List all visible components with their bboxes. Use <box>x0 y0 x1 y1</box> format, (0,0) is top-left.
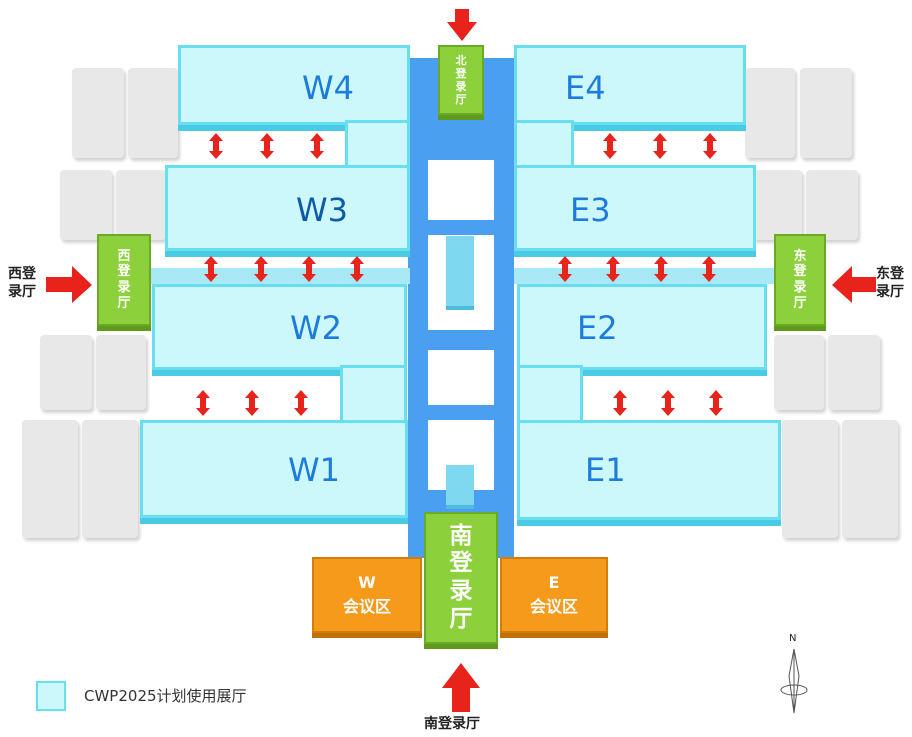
west-connector <box>140 268 410 284</box>
south-lobby-label: 南 登 录 厅 <box>449 522 473 632</box>
passage-arrow-icon <box>606 256 620 282</box>
passage-arrow-icon <box>709 390 723 416</box>
hall-w2 <box>152 284 407 370</box>
hall-e4 <box>514 45 746 125</box>
passage-arrow-icon <box>702 256 716 282</box>
north-lobby-label: 北 登 录 厅 <box>455 53 467 107</box>
compass-north-label: N <box>789 633 797 644</box>
hall-w3-label: W3 <box>296 191 348 229</box>
passage-arrow-icon <box>558 256 572 282</box>
parking-lot <box>22 420 78 538</box>
hall-e2 <box>517 284 767 370</box>
hall-w4-wing <box>345 120 410 170</box>
hall-w1 <box>140 420 408 518</box>
north-lobby: 北 登 录 厅 <box>438 45 484 115</box>
concourse-bridge <box>446 236 474 306</box>
parking-lot <box>828 335 880 410</box>
parking-lot <box>96 335 146 410</box>
south-entrance-arrow-icon <box>442 663 480 712</box>
parking-lot <box>782 420 838 538</box>
west-lobby: 西 登 录 厅 <box>97 234 151 326</box>
e-meeting-area: E 会议区 <box>500 557 608 633</box>
hall-e1 <box>517 420 781 520</box>
hall-w1-label: W1 <box>288 451 340 489</box>
parking-lot <box>774 335 824 410</box>
hall-w2-label: W2 <box>290 309 342 347</box>
hall-w4 <box>178 45 410 125</box>
east-entrance-arrow-icon <box>832 266 876 303</box>
parking-lot <box>752 170 802 240</box>
legend-label: CWP2025计划使用展厅 <box>84 687 247 705</box>
north-entrance-arrow-icon <box>447 9 477 41</box>
parking-lot <box>128 68 178 158</box>
parking-lot <box>116 170 166 240</box>
e-meeting-letter: E <box>548 573 560 592</box>
compass-icon <box>780 648 808 714</box>
hall-e4-label: E4 <box>565 69 606 107</box>
west-entrance-arrow-icon <box>46 266 92 303</box>
passage-arrow-icon <box>310 133 324 159</box>
hall-w3 <box>165 165 410 251</box>
passage-arrow-icon <box>260 133 274 159</box>
passage-arrow-icon <box>654 256 668 282</box>
passage-arrow-icon <box>613 390 627 416</box>
parking-lot <box>745 68 795 158</box>
hall-e3 <box>514 165 756 251</box>
w-meeting-name: 会议区 <box>342 597 391 616</box>
hall-w4-label: W4 <box>302 69 354 107</box>
parking-lot <box>806 170 858 240</box>
concourse-bridge <box>446 465 474 505</box>
passage-arrow-icon <box>294 390 308 416</box>
concourse-void <box>428 350 494 405</box>
east-lobby: 东 登 录 厅 <box>774 234 826 326</box>
parking-lot <box>40 335 92 410</box>
hall-e1-label: E1 <box>585 451 626 489</box>
parking-lot <box>60 170 112 240</box>
passage-arrow-icon <box>196 390 210 416</box>
west-lobby-label: 西 登 录 厅 <box>117 248 131 311</box>
south-lobby: 南 登 录 厅 <box>424 512 498 644</box>
east-lobby-label: 东 登 录 厅 <box>793 248 807 311</box>
passage-arrow-icon <box>350 256 364 282</box>
passage-arrow-icon <box>661 390 675 416</box>
west-entrance-label: 西登 录厅 <box>8 266 36 300</box>
concourse-void <box>428 160 494 220</box>
passage-arrow-icon <box>302 256 316 282</box>
parking-lot <box>82 420 138 538</box>
w-meeting-area: W 会议区 <box>312 557 422 633</box>
e-meeting-name: 会议区 <box>529 597 578 616</box>
parking-lot <box>800 68 852 158</box>
east-entrance-label: 东登 录厅 <box>876 266 904 300</box>
passage-arrow-icon <box>245 390 259 416</box>
hall-e2-label: E2 <box>577 309 618 347</box>
parking-lot <box>842 420 898 538</box>
passage-arrow-icon <box>603 133 617 159</box>
legend-swatch <box>36 681 66 711</box>
passage-arrow-icon <box>204 256 218 282</box>
parking-lot <box>72 68 124 158</box>
passage-arrow-icon <box>254 256 268 282</box>
passage-arrow-icon <box>703 133 717 159</box>
w-meeting-letter: W <box>358 573 376 592</box>
passage-arrow-icon <box>653 133 667 159</box>
passage-arrow-icon <box>209 133 223 159</box>
hall-e3-label: E3 <box>570 191 611 229</box>
south-entrance-label: 南登录厅 <box>424 716 480 732</box>
